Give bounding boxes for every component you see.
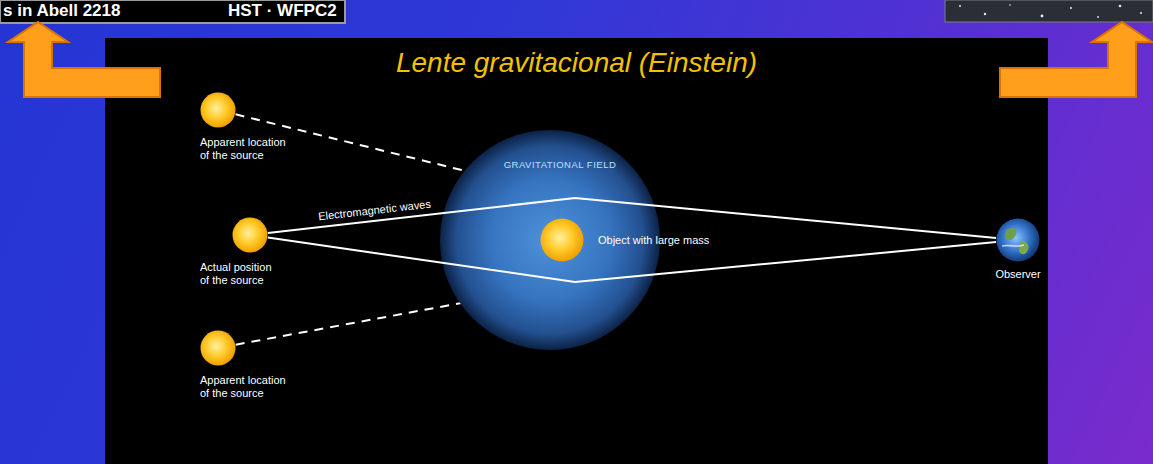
node-label: Apparent location of the source xyxy=(200,136,292,162)
observer-earth: Observer xyxy=(996,218,1040,262)
pointer-arrow xyxy=(8,22,160,97)
image-caption: s in Abell 2218 xyxy=(3,1,120,21)
star xyxy=(984,13,986,15)
sun-disc xyxy=(233,218,268,253)
node-label: Object with large mass xyxy=(598,234,709,247)
sun-symbol xyxy=(200,330,236,366)
actual-source: Actual position of the source xyxy=(232,217,268,253)
diagram-panel xyxy=(105,38,1048,464)
sun-disc xyxy=(201,331,236,366)
sun-symbol xyxy=(232,217,268,253)
massive-object: Object with large mass xyxy=(540,218,584,262)
sun-disc xyxy=(541,219,584,262)
photo-strip xyxy=(0,0,345,23)
earth-symbol xyxy=(996,218,1040,262)
sun-symbol xyxy=(540,218,584,262)
image-credit: HST · WFPC2 xyxy=(228,1,337,21)
star xyxy=(959,5,961,7)
sun-symbol xyxy=(200,92,236,128)
node-label: Apparent location of the source xyxy=(200,374,292,400)
continent xyxy=(1019,241,1029,254)
cloud xyxy=(1002,245,1024,246)
star-field-photo xyxy=(945,0,1153,22)
star xyxy=(1140,12,1142,14)
sun-disc xyxy=(201,93,236,128)
continent xyxy=(1005,228,1016,240)
star xyxy=(1041,15,1044,18)
gravitational-field: GRAVITATIONAL FIELD Object with large mas… xyxy=(440,130,660,350)
star xyxy=(1009,4,1011,6)
node-label: Observer xyxy=(995,268,1040,281)
stars xyxy=(959,4,1142,18)
star xyxy=(1119,5,1122,8)
node-label: Actual position of the source xyxy=(200,261,280,287)
slide-title: Lente gravitacional (Einstein) xyxy=(0,46,1153,80)
star xyxy=(1070,7,1072,9)
earth-globe xyxy=(997,219,1040,262)
node-label: GRAVITATIONAL FIELD xyxy=(504,158,617,171)
apparent-source: Apparent location of the source xyxy=(200,330,236,366)
star xyxy=(1097,16,1099,18)
apparent-source: Apparent location of the source xyxy=(200,92,236,128)
pointer-arrow xyxy=(1000,22,1152,97)
